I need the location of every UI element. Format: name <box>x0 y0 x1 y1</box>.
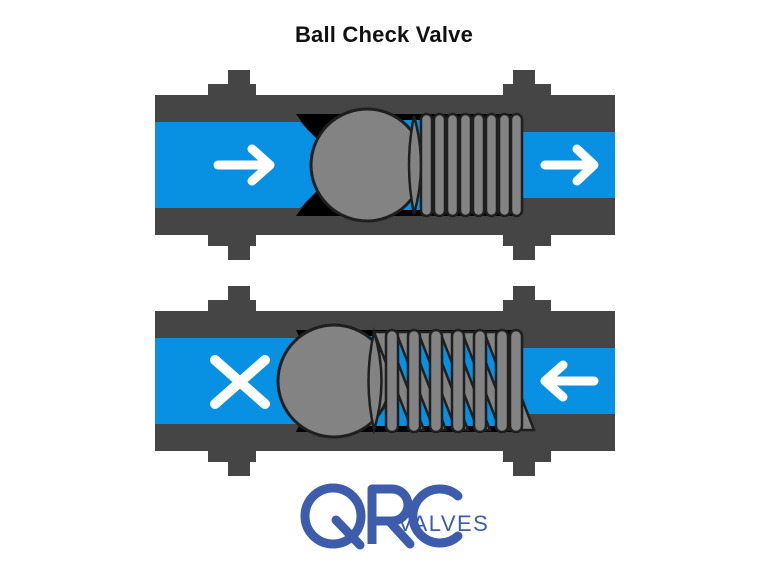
spring-extended <box>367 327 536 435</box>
spring-compressed <box>407 112 524 218</box>
valve-open-diagram <box>0 70 768 260</box>
flow-blocked-cross-icon <box>210 355 270 409</box>
page-title: Ball Check Valve <box>294 22 474 47</box>
flow-arrow-reverse-left-icon <box>540 360 599 402</box>
flow-arrow-inlet-right-icon <box>213 144 275 186</box>
brand-logo: VALVES <box>0 482 768 562</box>
valve-closed-diagram <box>0 286 768 476</box>
logo-mark-qrc <box>300 483 463 550</box>
logo-sub-text: VALVES <box>398 511 489 536</box>
check-ball-open <box>309 107 425 223</box>
flow-arrow-outlet-right-icon <box>540 144 599 186</box>
